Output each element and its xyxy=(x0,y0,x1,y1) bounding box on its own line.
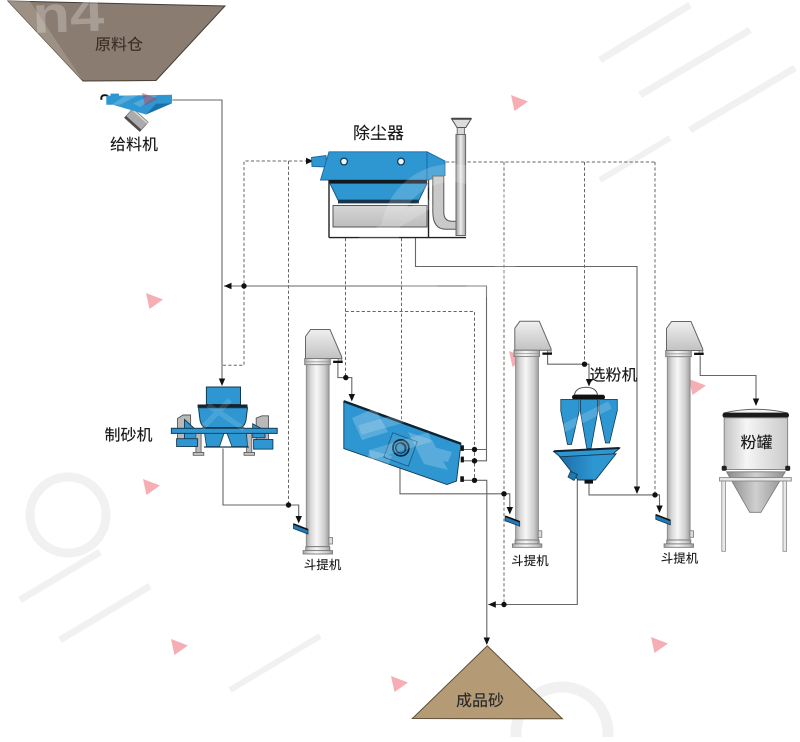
svg-text:n4: n4 xyxy=(31,0,105,45)
